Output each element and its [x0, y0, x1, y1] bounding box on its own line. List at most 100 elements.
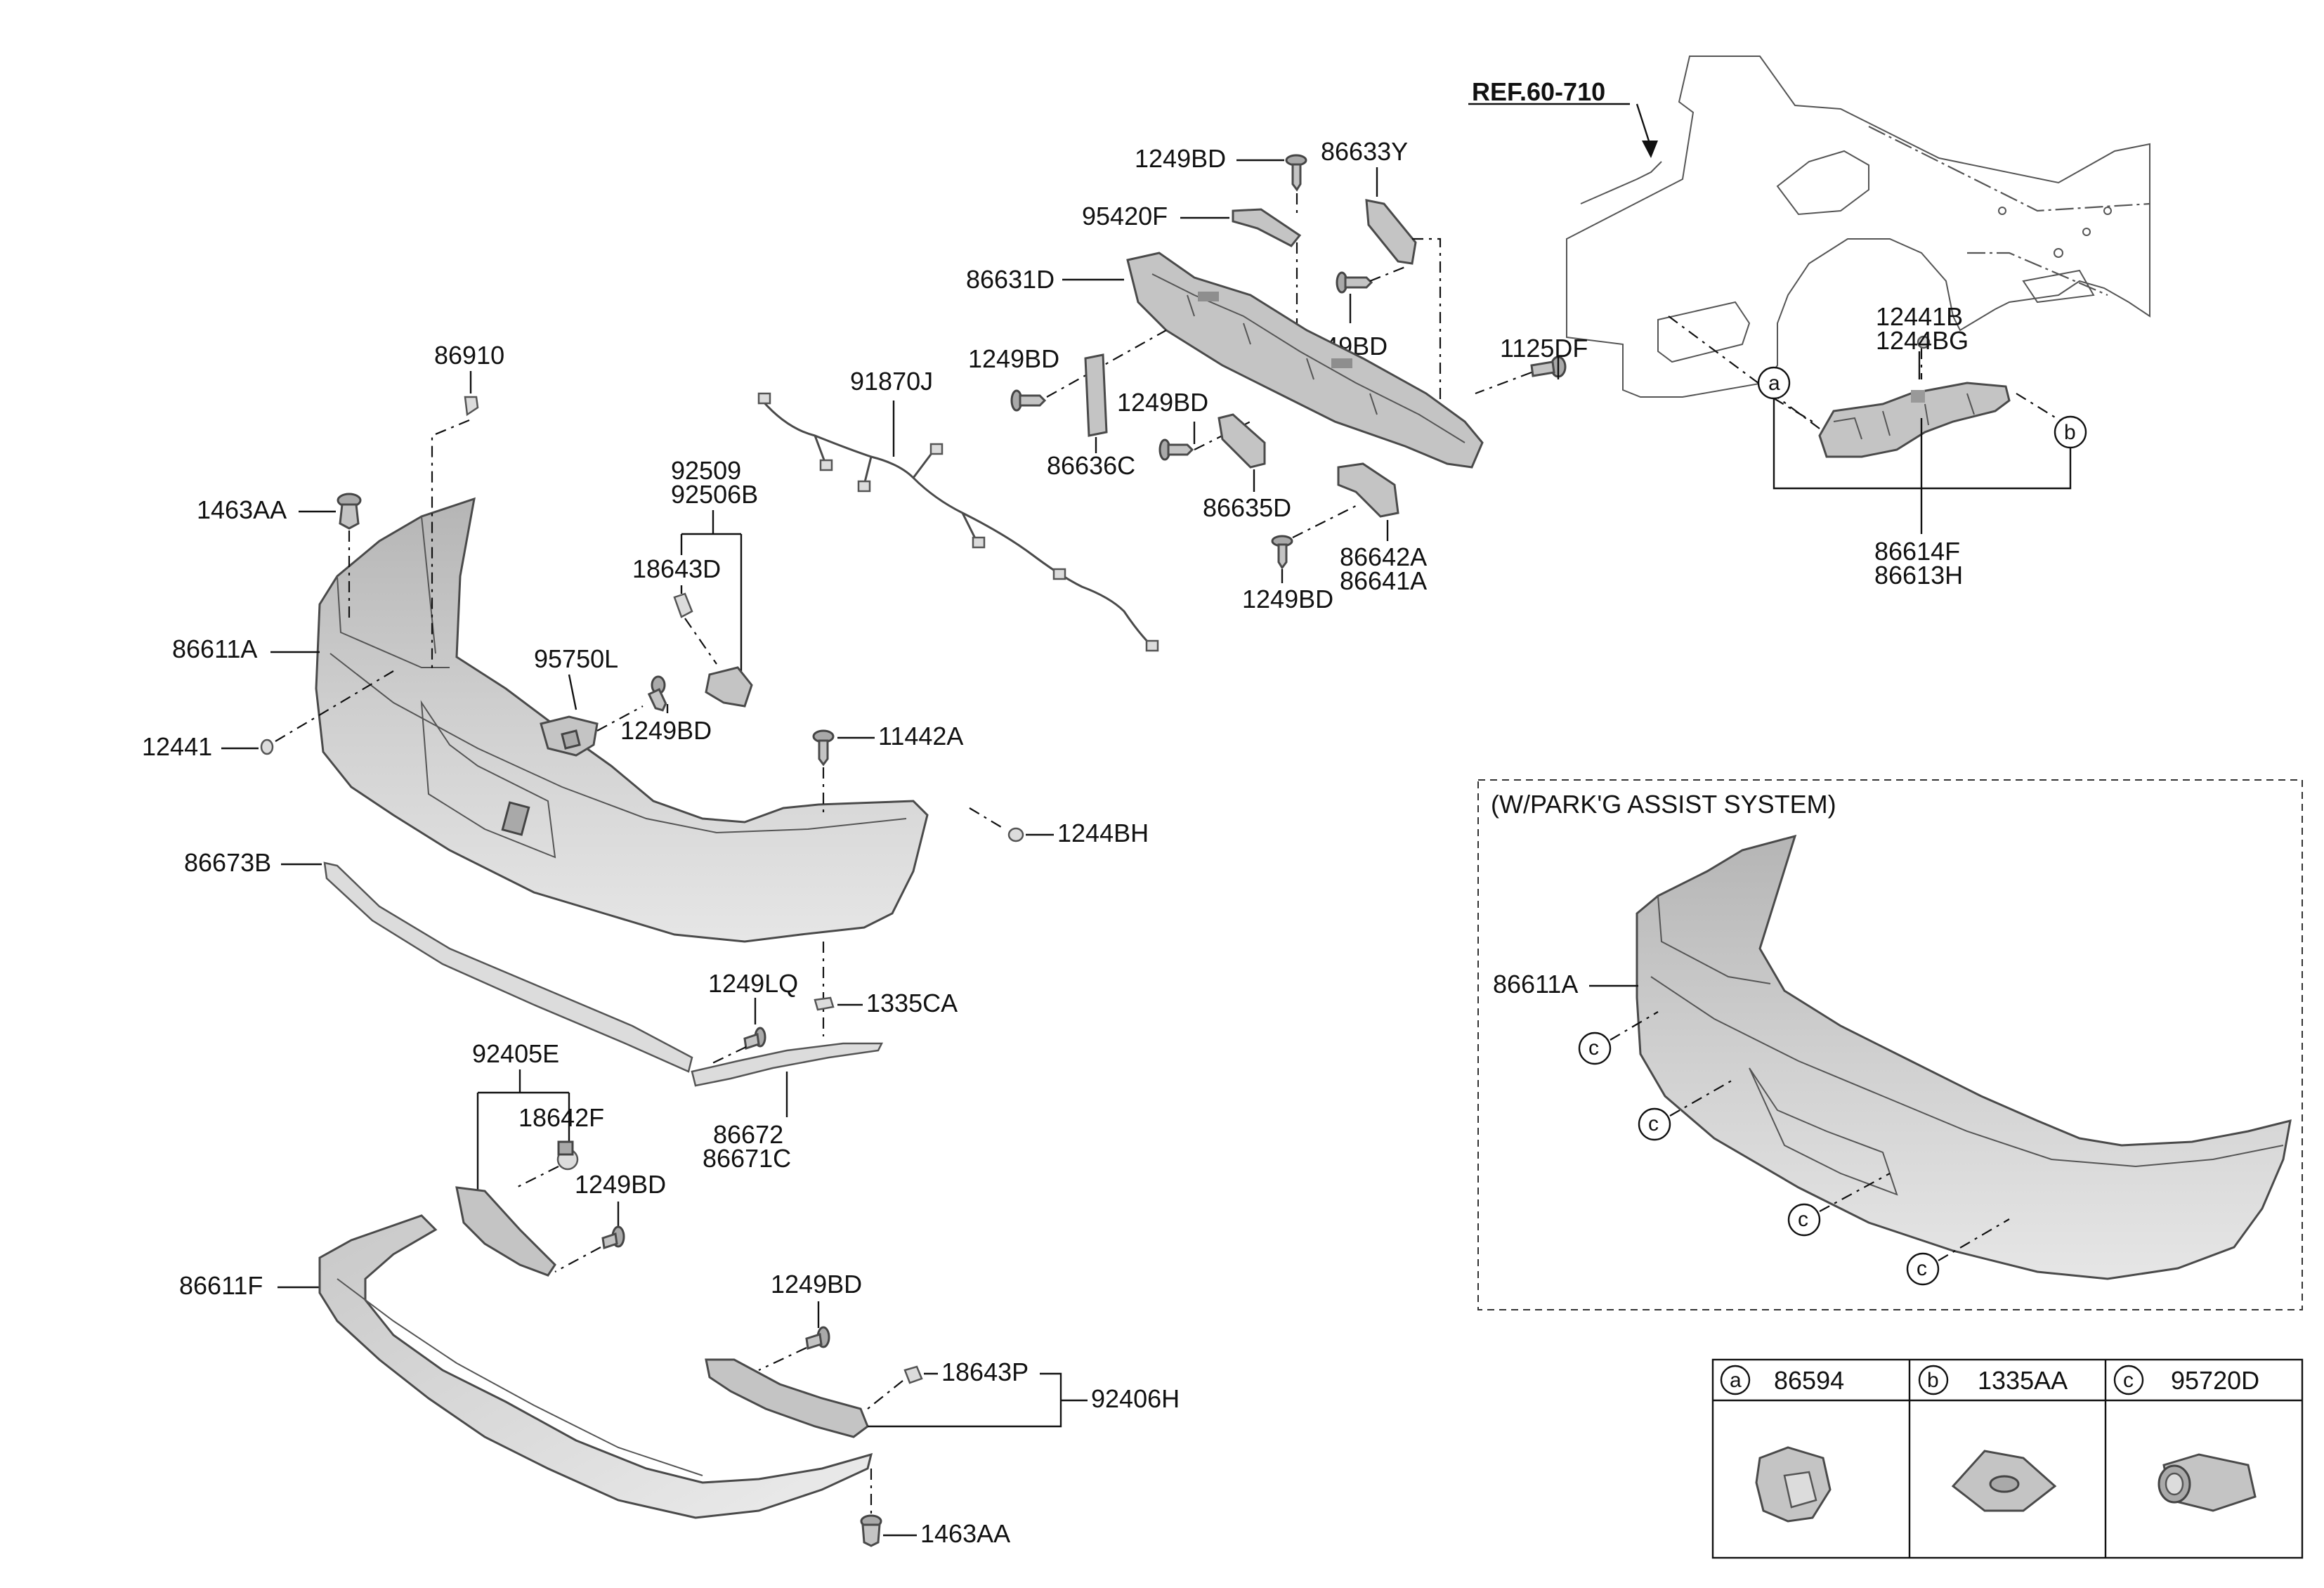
bolt-1249BD-top [1285, 154, 1307, 192]
socket-18643P [903, 1365, 923, 1384]
label-18642F: 18642F [518, 1103, 604, 1132]
label-86614F: 86614F [1874, 537, 1960, 566]
label-92509: 92509 [671, 456, 741, 485]
label-86636C: 86636C [1047, 451, 1135, 480]
label-86611F: 86611F [179, 1271, 263, 1300]
label-1125DF: 1125DF [1500, 334, 1588, 363]
label-86673B: 86673B [184, 848, 271, 877]
label-92405E: 92405E [472, 1039, 559, 1068]
label-1335CA: 1335CA [866, 989, 958, 1017]
label-86642A: 86642A [1340, 542, 1427, 571]
inset-sensor-callout-3: c [1787, 1173, 1891, 1237]
svg-text:c: c [1648, 1112, 1659, 1135]
label-86641A: 86641A [1340, 566, 1427, 595]
beam-86631D [1126, 252, 1484, 469]
bolt-1249BD-beam-mid [1158, 438, 1194, 461]
label-95750L: 95750L [534, 644, 618, 673]
bulb-18642F [556, 1140, 579, 1171]
label-86631D: 86631D [966, 265, 1055, 294]
bracket-95420F [1232, 208, 1302, 247]
label-86910: 86910 [434, 341, 504, 370]
bracket-86642A [1337, 462, 1399, 518]
label-1244BG: 1244BG [1876, 326, 1969, 355]
label-1463AA-top: 1463AA [197, 495, 287, 524]
bolt-1249BD-right [805, 1326, 830, 1350]
legend-b: b 1335AA [1918, 1365, 2068, 1512]
label-1249LQ: 1249LQ [708, 969, 798, 998]
inset-bumper-cover [1636, 834, 2292, 1280]
svg-text:b: b [1927, 1369, 1939, 1392]
reference-label: REF.60-710 [1472, 77, 1605, 106]
inset-sensor-callout-4: c [1906, 1218, 2010, 1286]
nut-1335CA [814, 996, 835, 1011]
label-86633Y: 86633Y [1321, 137, 1408, 166]
inset-sensor-callout-1: c [1578, 1011, 1659, 1065]
ref-arrow [1468, 103, 1658, 158]
inset-title: (W/PARK'G ASSIST SYSTEM) [1491, 790, 1836, 819]
sensor-95720D-icon [2157, 1453, 2257, 1512]
label-1249BD-lamp: 1249BD [575, 1170, 666, 1199]
label-1244BH: 1244BH [1057, 819, 1149, 847]
label-92506B: 92506B [671, 480, 758, 509]
legend-a: a 86594 [1720, 1365, 1844, 1523]
molding-86672 [691, 1042, 884, 1087]
legend-table [1711, 1358, 2304, 1559]
bumper-side-bracket [1818, 382, 2011, 458]
label-1249BD-right: 1249BD [771, 1270, 862, 1299]
label-1249BD-beam-left: 1249BD [968, 344, 1059, 373]
callout-a-text: a [1768, 372, 1780, 395]
svg-text:a: a [1730, 1369, 1742, 1392]
bracket-leader [1773, 398, 2072, 534]
lamp-92509 [705, 666, 753, 708]
label-86671C: 86671C [703, 1144, 791, 1173]
label-18643P: 18643P [941, 1358, 1029, 1386]
bolt-1249BD-lamp [601, 1225, 625, 1249]
inset-sensor-callout-2: c [1638, 1078, 1736, 1141]
bolt-12441 [260, 738, 274, 755]
park-assist-inset [1477, 779, 2303, 1310]
legend-b-part: 1335AA [1978, 1366, 2068, 1395]
wiring-harness-91870J [757, 392, 1159, 652]
molding-86673B [323, 861, 693, 1073]
label-1249BD-beam-mid: 1249BD [1117, 388, 1208, 417]
rear-bumper-cover-86611A [315, 497, 929, 943]
bracket-86633Y [1365, 199, 1417, 265]
label-86635D: 86635D [1203, 493, 1291, 522]
label-12441: 12441 [142, 732, 212, 761]
clip-1244BH [1007, 827, 1024, 842]
nut-1335AA-icon [1951, 1450, 2057, 1512]
svg-text:c: c [2123, 1369, 2134, 1392]
bolt-1249BD-beam-bottom [1271, 535, 1293, 570]
svg-text:c: c [1917, 1257, 1927, 1280]
label-1463AA-bottom: 1463AA [920, 1519, 1010, 1548]
label-95420F: 95420F [1082, 202, 1168, 230]
bolt-1249BD-beam-right [1336, 271, 1373, 294]
clip-1463AA-top [337, 493, 362, 530]
bolt-11442A [812, 729, 835, 767]
bolt-1249BD-beam-left [1010, 389, 1047, 412]
bracket-86636C [1084, 353, 1108, 437]
camera-95750L [540, 715, 599, 757]
callout-b-text: b [2064, 421, 2076, 444]
reflector-92406H [705, 1358, 869, 1438]
quarter-panel-body [1566, 56, 2150, 398]
clip-86594-icon [1755, 1446, 1832, 1523]
lower-skirt-86611F [318, 1214, 873, 1519]
bolt-12441B [1917, 335, 1931, 349]
legend-a-part: 86594 [1774, 1366, 1844, 1395]
clip-86910 [464, 396, 479, 417]
bolt-1249BD-camera [647, 675, 667, 712]
label-1249BD-beam-bottom: 1249BD [1242, 585, 1333, 613]
label-12441B: 12441B [1876, 302, 1963, 331]
label-92406H: 92406H [1091, 1384, 1180, 1413]
inset-label-86611A: 86611A [1493, 970, 1578, 998]
svg-text:c: c [1588, 1036, 1599, 1060]
label-86672: 86672 [713, 1120, 783, 1149]
legend-c: c 95720D [2113, 1365, 2259, 1512]
bolt-1249LQ [743, 1027, 766, 1050]
legend-c-part: 95720D [2171, 1366, 2259, 1395]
label-11442A: 11442A [878, 722, 963, 750]
svg-text:c: c [1798, 1208, 1808, 1231]
label-91870J: 91870J [850, 367, 933, 396]
